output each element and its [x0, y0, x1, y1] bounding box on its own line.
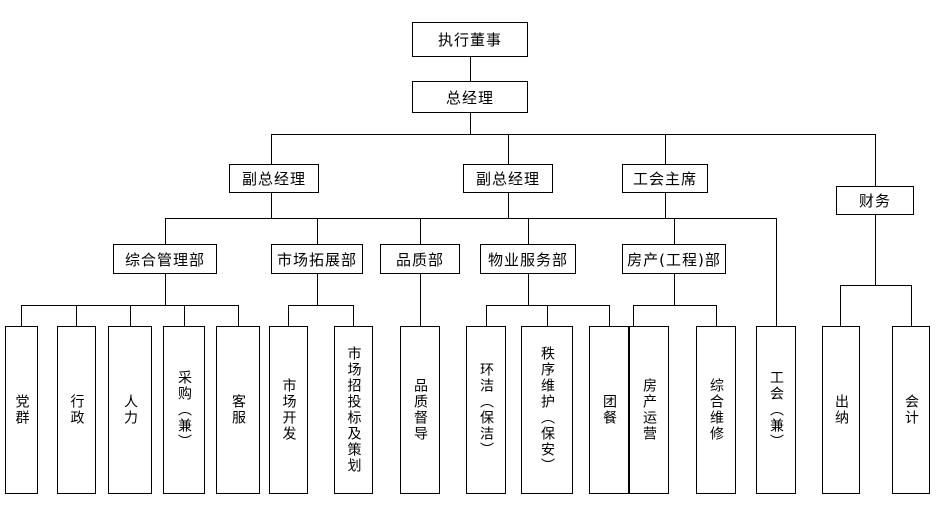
connector-leaf-drop-procurement [184, 305, 185, 326]
connector-bus-to-deputy-gm-2 [508, 134, 509, 164]
leaf-cashier[interactable]: 出纳 [822, 326, 860, 494]
connector-bus-to-cashier [840, 285, 841, 326]
node-dept-general-admin[interactable]: 综合管理部 [113, 244, 217, 274]
connector-dept-quality-drop [420, 274, 421, 326]
bus-departments [165, 218, 776, 219]
bus-level3 [271, 134, 876, 135]
connector-union-chairman-to-union-leaf [776, 218, 777, 326]
connector-leaf-drop-administration [76, 305, 77, 326]
leaf-group-meal[interactable]: 团餐 [589, 326, 629, 494]
connector-leaf-drop-general-repair [716, 305, 717, 326]
leaf-procurement[interactable]: 采购（兼） [163, 326, 205, 494]
bus-realestate-eng-leaves [633, 305, 716, 306]
connector-bus-to-finance [875, 134, 876, 186]
connector-leaf-drop-party-mass [21, 305, 22, 326]
connector-dept-realestate-eng-drop [674, 274, 675, 305]
node-dept-property-service[interactable]: 物业服务部 [480, 244, 576, 274]
connector-bus-to-dept-realestate-eng [674, 218, 675, 244]
leaf-union-concurrent[interactable]: 工会（兼） [756, 326, 796, 494]
connector-finance-drop [875, 215, 876, 285]
leaf-general-repair[interactable]: 综合维修 [696, 326, 736, 494]
node-dept-realestate-eng[interactable]: 房产(工程)部 [622, 244, 726, 274]
bus-market-dev-leaves [288, 305, 353, 306]
connector-leaf-drop-market-development [288, 305, 289, 326]
node-union-chairman[interactable]: 工会主席 [622, 164, 708, 193]
connector-leaf-drop-property-ops [633, 305, 634, 326]
connector-deputy-gm-2-drop [508, 193, 509, 218]
leaf-party-mass[interactable]: 党群 [5, 326, 38, 494]
connector-dept-property-service-drop [528, 274, 529, 305]
node-executive-director[interactable]: 执行董事 [412, 22, 528, 57]
node-dept-quality[interactable]: 品质部 [380, 244, 460, 274]
connector-leaf-drop-customer-service [238, 305, 239, 326]
leaf-accounting[interactable]: 会计 [892, 326, 930, 494]
connector-dept-general-admin-drop [165, 274, 166, 305]
node-general-manager[interactable]: 总经理 [412, 81, 528, 113]
connector-bus-to-dept-quality [420, 218, 421, 244]
leaf-property-ops[interactable]: 房产运营 [629, 326, 669, 494]
connector-bus-to-dept-general-admin [165, 218, 166, 244]
leaf-human-resources[interactable]: 人力 [108, 326, 152, 494]
connector-leaf-drop-cleaning [486, 305, 487, 326]
connector-leaf-drop-bidding-planning [353, 305, 354, 326]
connector-leaf-drop-order-security [547, 305, 548, 326]
node-dept-market-dev[interactable]: 市场拓展部 [271, 244, 363, 274]
connector-leaf-drop-human-resources [130, 305, 131, 326]
node-finance[interactable]: 财务 [836, 186, 914, 215]
connector-leaf-drop-group-meal [609, 305, 610, 326]
connector-bus-to-union-chairman [665, 134, 666, 164]
leaf-bidding-planning[interactable]: 市场招投标及策划 [334, 326, 373, 494]
leaf-cleaning[interactable]: 环洁（保洁） [466, 326, 506, 494]
leaf-quality-supervise[interactable]: 品质督导 [400, 326, 440, 494]
connector-ed-to-gm [470, 57, 471, 81]
node-deputy-gm-1[interactable]: 副总经理 [229, 164, 319, 193]
node-deputy-gm-2[interactable]: 副总经理 [463, 164, 553, 193]
connector-bus-to-dept-property-service [528, 218, 529, 244]
connector-union-chairman-drop [665, 193, 666, 218]
connector-deputy-gm-1-drop [271, 193, 272, 218]
bus-finance-leaves [840, 285, 911, 286]
leaf-market-development[interactable]: 市场开发 [269, 326, 308, 494]
connector-bus-to-dept-market-dev [317, 218, 318, 244]
leaf-customer-service[interactable]: 客服 [216, 326, 260, 494]
connector-dept-market-dev-drop [317, 274, 318, 305]
connector-gm-drop [470, 113, 471, 134]
connector-bus-to-deputy-gm-1 [271, 134, 272, 164]
connector-bus-to-accounting [911, 285, 912, 326]
leaf-administration[interactable]: 行政 [57, 326, 96, 494]
leaf-order-security[interactable]: 秩序维护（保安） [521, 326, 573, 494]
bus-general-admin-leaves [21, 305, 238, 306]
